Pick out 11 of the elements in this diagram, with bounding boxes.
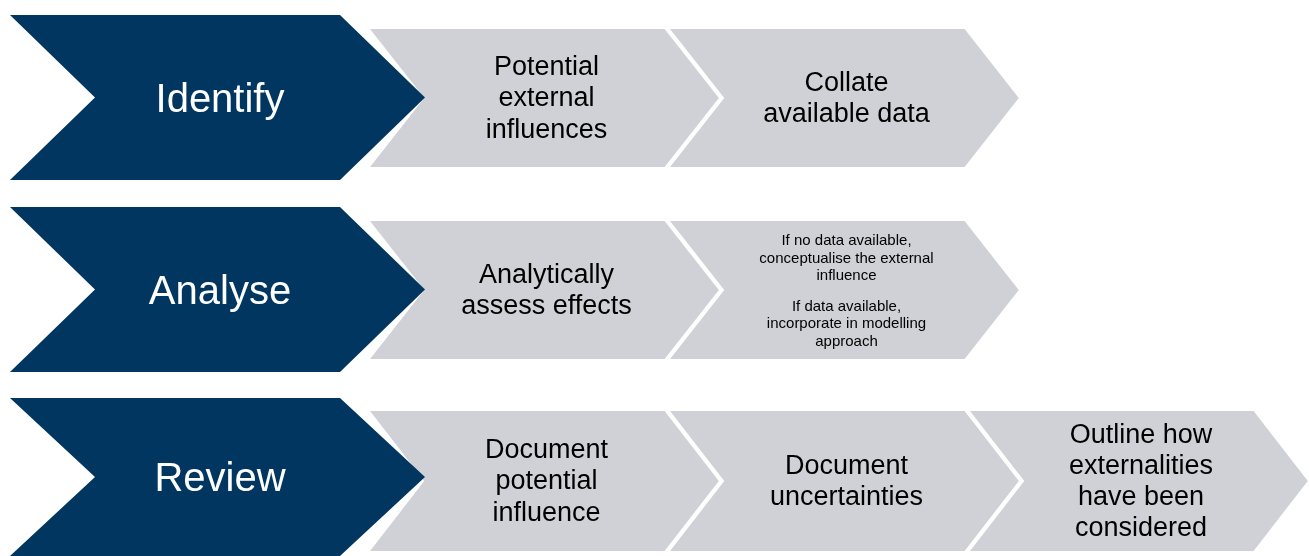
- step-note: If data available, incorporate in modelling approach: [765, 297, 928, 349]
- phase-title: Analyse: [148, 266, 292, 313]
- step-label: Potential external influences: [484, 51, 609, 145]
- step-label: Outline how externalities have been considered: [1067, 418, 1215, 544]
- step-label: Document uncertainties: [768, 449, 925, 513]
- step-label: Collate available data: [762, 66, 931, 130]
- step-note: If no data available, conceptualise the external influence: [758, 231, 935, 283]
- step-label: Analytically assess effects: [460, 258, 633, 322]
- step-label: Document potential influence: [483, 434, 610, 528]
- phase-title: Identify: [155, 74, 285, 121]
- phase-title: Review: [154, 454, 286, 500]
